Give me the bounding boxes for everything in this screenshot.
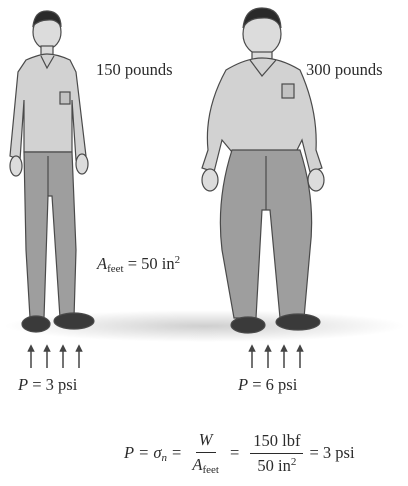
pressure-arrows-left	[27, 344, 83, 368]
weight-label-left: 150 pounds	[96, 60, 173, 79]
pressure-arrows-right	[248, 344, 304, 368]
slim-person	[9, 10, 95, 333]
formula-result: = 3 psi	[309, 443, 355, 462]
fraction-w-over-a: W Afeet	[192, 430, 219, 476]
area-subscript: feet	[107, 263, 124, 275]
pressure-symbol-left: P	[18, 375, 29, 394]
area-equals: = 50 in	[123, 254, 175, 273]
weight-label-right: 300 pounds	[306, 60, 383, 79]
sigma-symbol: σ	[153, 442, 162, 462]
formula-sigma: σn	[153, 443, 167, 464]
pressure-label-left: P = 3 psi	[18, 375, 77, 395]
area-symbol: A	[97, 254, 108, 273]
formula-eq3: =	[229, 443, 240, 462]
fraction-numerator-w: W	[195, 430, 216, 453]
pressure-value-right: = 6 psi	[248, 375, 298, 394]
fraction-numeric: 150 lbf 50 in2	[250, 431, 304, 476]
fraction-numerator-150: 150 lbf	[250, 431, 304, 454]
formula-lhs: P	[124, 443, 135, 462]
sigma-subscript: n	[161, 451, 168, 464]
den-a-subscript: feet	[202, 464, 219, 476]
heavy-person	[201, 7, 325, 334]
den-50-superscript: 2	[290, 455, 297, 468]
fraction-denominator-50: 50 in2	[257, 454, 296, 476]
formula-eq1: =	[139, 443, 149, 462]
den-a-symbol: A	[192, 455, 203, 474]
fraction-denominator-a: Afeet	[192, 453, 219, 476]
formula-eq2: =	[172, 443, 182, 462]
area-superscript: 2	[174, 254, 181, 266]
den-50-text: 50 in	[257, 455, 291, 475]
area-label: Afeet = 50 in2	[97, 254, 180, 275]
pressure-value-left: = 3 psi	[28, 375, 78, 394]
pressure-formula: P = σn = W Afeet = 150 lbf 50 in2 = 3 ps…	[124, 428, 355, 478]
pressure-symbol-right: P	[238, 375, 249, 394]
pressure-label-right: P = 6 psi	[238, 375, 297, 395]
